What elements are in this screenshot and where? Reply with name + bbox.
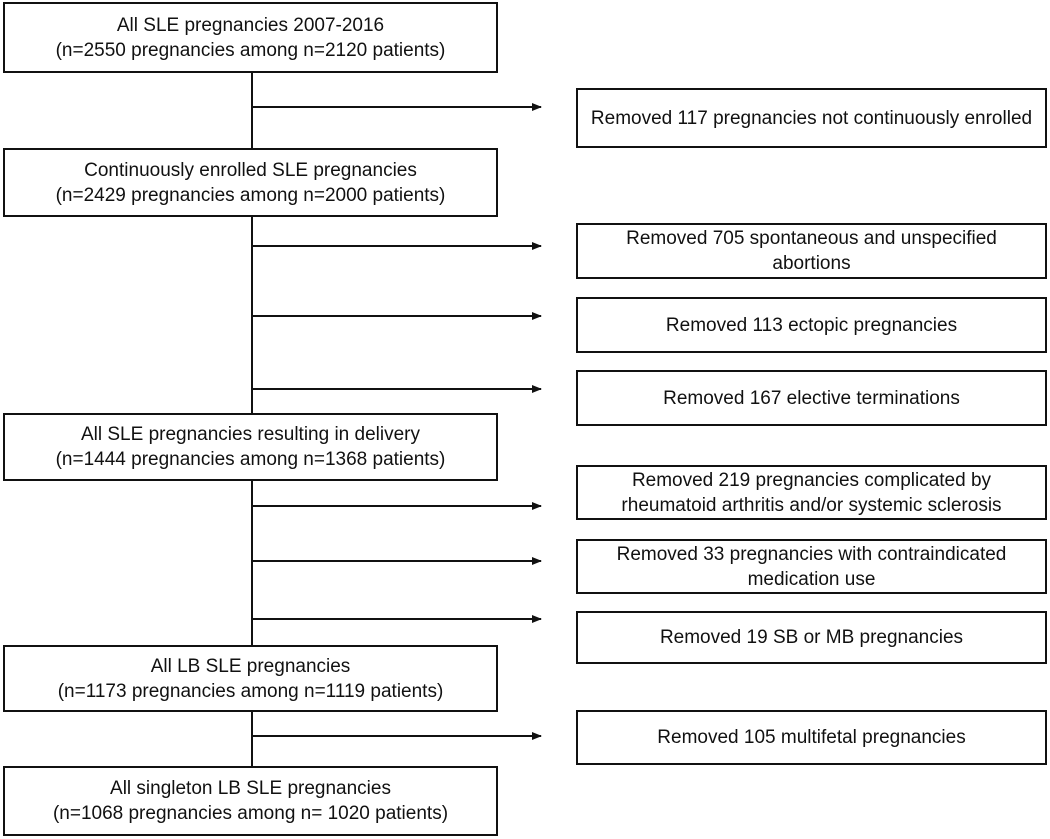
exclusion-box-abortions: Removed 705 spontaneous and unspecified …: [576, 223, 1047, 279]
main-box-all-pregnancies: All SLE pregnancies 2007-2016 (n=2550 pr…: [3, 2, 498, 73]
exclusion-line1: Removed 167 elective terminations: [663, 387, 960, 409]
exclusion-line1: Removed 117 pregnancies not continuously…: [590, 107, 1033, 129]
exclusion-box-elective-terminations: Removed 167 elective terminations: [576, 370, 1047, 426]
exclusion-line1: Removed 19 SB or MB pregnancies: [659, 627, 964, 648]
exclusion-box-ectopic: Removed 113 ectopic pregnancies: [576, 297, 1047, 353]
exclusion-line2: abortions: [772, 253, 851, 274]
exclusion-box-ra-ssc: Removed 219 pregnancies complicated by r…: [576, 465, 1047, 520]
main-box-line2: (n=2550 pregnancies among n=2120 patient…: [55, 39, 446, 61]
exclusion-line1: Removed 705 spontaneous and unspecified: [626, 228, 997, 249]
exclusion-box-contraindicated: Removed 33 pregnancies with contraindica…: [576, 539, 1047, 594]
main-box-line2: (n=1444 pregnancies among n=1368 patient…: [55, 449, 446, 470]
main-box-line1: Continuously enrolled SLE pregnancies: [84, 159, 417, 181]
exclusion-box-sb-mb: Removed 19 SB or MB pregnancies: [576, 611, 1047, 664]
main-box-line2: (n=1173 pregnancies among n=1119 patient…: [57, 680, 444, 702]
main-box-lb-pregnancies: All LB SLE pregnancies (n=1173 pregnanci…: [3, 645, 498, 712]
exclusion-line1: Removed 219 pregnancies complicated by: [631, 469, 992, 491]
main-box-singleton-lb: All singleton LB SLE pregnancies (n=1068…: [3, 766, 498, 836]
exclusion-box-multifetal: Removed 105 multifetal pregnancies: [576, 710, 1047, 765]
exclusion-line1: Removed 113 ectopic pregnancies: [665, 314, 958, 336]
exclusion-line1: Removed 105 multifetal pregnancies: [657, 727, 966, 748]
main-box-line2: (n=1068 pregnancies among n= 1020 patien…: [52, 803, 449, 824]
exclusion-line2: rheumatoid arthritis and/or systemic scl…: [621, 494, 1002, 516]
main-box-line1: All SLE pregnancies 2007-2016: [116, 14, 385, 36]
main-box-resulting-in-delivery: All SLE pregnancies resulting in deliver…: [3, 413, 498, 481]
exclusion-box-not-enrolled: Removed 117 pregnancies not continuously…: [576, 88, 1047, 148]
main-box-line1: All singleton LB SLE pregnancies: [110, 778, 391, 799]
main-box-line2: (n=2429 pregnancies among n=2000 patient…: [55, 184, 446, 206]
exclusion-line2: medication use: [747, 568, 876, 590]
exclusion-line1: Removed 33 pregnancies with contraindica…: [616, 543, 1007, 565]
main-box-line1: All LB SLE pregnancies: [150, 655, 351, 677]
main-box-continuously-enrolled: Continuously enrolled SLE pregnancies (n…: [3, 148, 498, 217]
main-box-line1: All SLE pregnancies resulting in deliver…: [80, 424, 420, 445]
